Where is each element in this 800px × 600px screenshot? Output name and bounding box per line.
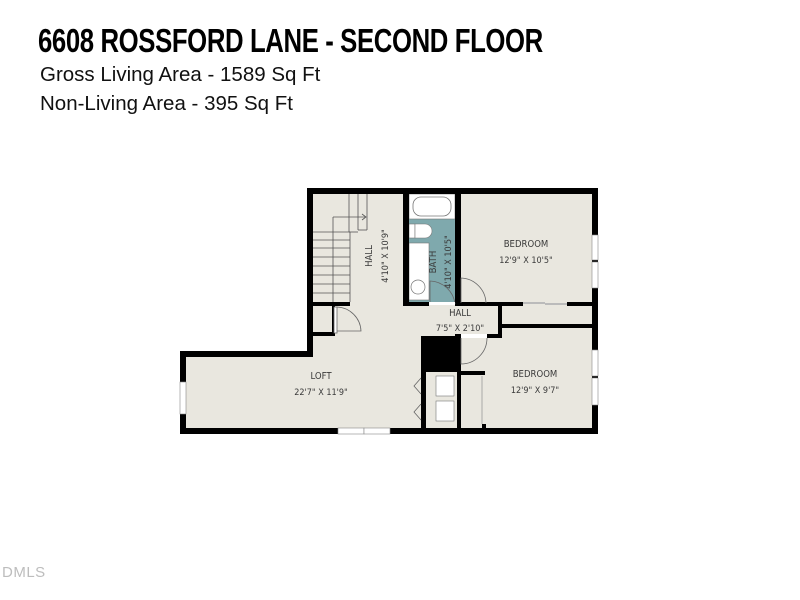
svg-text:12'9" X 9'7": 12'9" X 9'7" <box>511 386 559 396</box>
room-label-bedroom-1: BEDROOM 12'9" X 10'5" <box>499 239 552 266</box>
closet-shelves <box>426 374 458 431</box>
toilet <box>408 223 433 239</box>
staircase <box>313 194 368 302</box>
svg-text:12'9" X 10'5": 12'9" X 10'5" <box>499 256 552 266</box>
room-label-loft: LOFT 22'7" X 11'9" <box>294 371 347 398</box>
svg-text:HALL: HALL <box>364 245 375 267</box>
svg-text:BATH: BATH <box>428 251 439 274</box>
svg-text:BEDROOM: BEDROOM <box>513 369 558 380</box>
room-label-hall-main: HALL 4'10" X 10'9" <box>364 229 391 282</box>
doors <box>333 277 567 424</box>
bathtub <box>408 193 456 220</box>
svg-text:HALL: HALL <box>449 308 471 319</box>
floor-area <box>180 188 598 434</box>
windows <box>179 234 599 435</box>
room-label-bedroom-2: BEDROOM 12'9" X 9'7" <box>511 369 559 396</box>
svg-text:7'5" X 2'10": 7'5" X 2'10" <box>436 324 484 334</box>
svg-text:LOFT: LOFT <box>310 371 332 382</box>
vanity-sink <box>408 242 430 301</box>
floor-plan-title: 6608 ROSSFORD LANE - SECOND FLOOR <box>38 22 543 59</box>
room-label-bath: BATH 4'10" X 10'5" <box>428 235 454 288</box>
svg-text:4'10" X 10'9": 4'10" X 10'9" <box>381 229 391 282</box>
svg-text:BEDROOM: BEDROOM <box>504 239 549 250</box>
room-label-hall-small: HALL 7'5" X 2'10" <box>436 308 484 334</box>
non-living-area: Non-Living Area - 395 Sq Ft <box>40 92 293 115</box>
gross-living-area: Gross Living Area - 1589 Sq Ft <box>40 63 321 86</box>
svg-text:22'7" X 11'9": 22'7" X 11'9" <box>294 388 347 398</box>
svg-text:4'10" X 10'5": 4'10" X 10'5" <box>444 235 454 288</box>
watermark: DMLS <box>2 564 46 581</box>
